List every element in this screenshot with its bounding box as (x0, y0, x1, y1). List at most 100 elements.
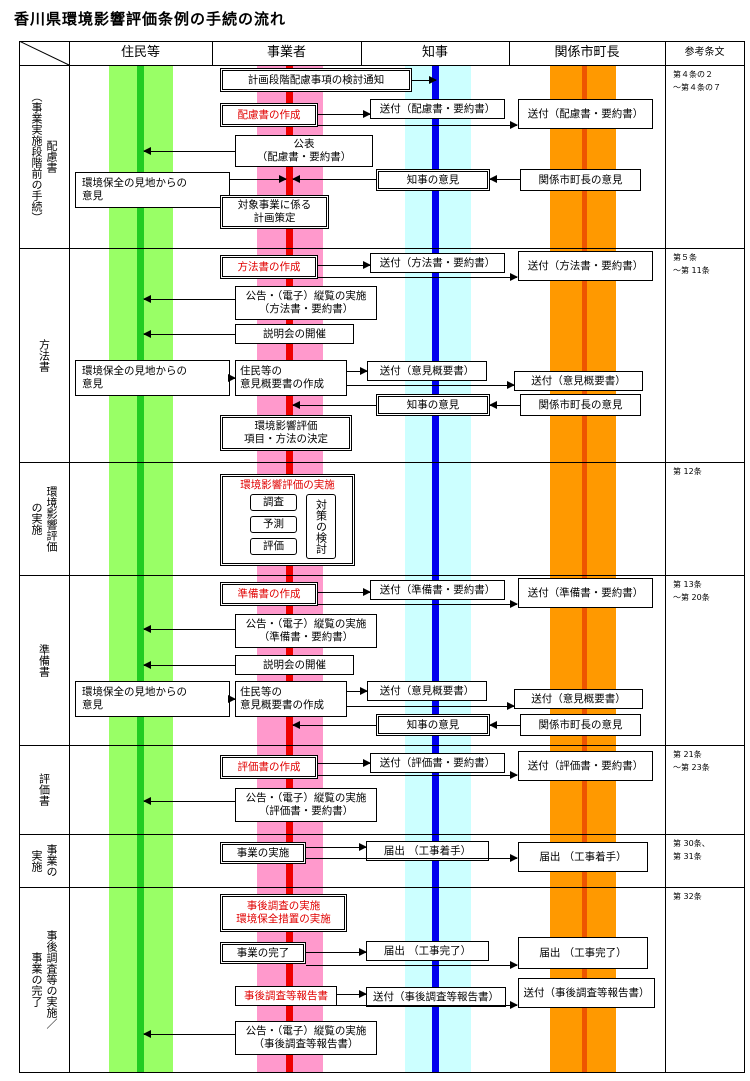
s2-send-governor2-box: 送付（意見概要書） (367, 361, 487, 381)
arrow (318, 600, 518, 608)
grid-line (19, 1072, 745, 1073)
header-articles: 参考条文 (684, 47, 725, 58)
s5-send-governor-box: 送付（評価書・要約書） (370, 753, 505, 773)
articles-s1: 第４条の２ ～第４条の７ (673, 70, 721, 92)
arrow (347, 687, 368, 695)
arrow (337, 990, 367, 998)
s7-report-box: 事後調査等報告書 (235, 986, 337, 1006)
arrow (143, 295, 235, 303)
s7-announce-box: 公告・（電子）縦覧の実施（事後調査等報告書） (235, 1021, 377, 1055)
articles-s2: 第５条 ～第 11条 (673, 253, 710, 275)
s7-post-survey-box: 事後調査の実施環境保全措置の実施 (220, 894, 347, 932)
arrow (318, 588, 371, 596)
s4-resident-opinion-box: 環境保全の見地からの意見 (75, 681, 230, 717)
arrow (318, 759, 371, 767)
grid-line (19, 41, 745, 42)
grid-line (19, 575, 745, 576)
s1-governor-opinion-box: 知事の意見 (376, 169, 490, 191)
arrow (318, 771, 518, 779)
header-mayors: 関係市町長 (554, 45, 620, 60)
s1-publish-box: 公表（配慮書・要約書） (235, 135, 373, 167)
s1-send-governor-box: 送付（配慮書・要約書） (370, 99, 505, 119)
s2-send-mayor-box: 送付（方法書・要約書） (518, 251, 653, 281)
s2-announce-box: 公告・（電子）縦覧の実施（方法書・要約書） (235, 286, 377, 320)
business-lane-line (286, 65, 293, 1073)
s2-send-governor-box: 送付（方法書・要約書） (370, 253, 505, 273)
mayors-lane-line (582, 65, 587, 1073)
grid-line (19, 41, 20, 1073)
s7-complete-box: 事業の完了 (220, 942, 306, 964)
grid-line (744, 41, 745, 1073)
articles-s4: 第 13条 ～第 20条 (673, 580, 710, 602)
arrow (143, 661, 235, 669)
s4-send-mayor-box: 送付（準備書・要約書） (518, 578, 653, 608)
arrow (143, 330, 235, 338)
s1-create-box: 配慮書の作成 (220, 103, 318, 127)
s4-summary-box: 住民等の意見概要書の作成 (235, 681, 347, 717)
articles-s6: 第 30条、 第 31条 (673, 839, 710, 861)
governor-lane-line (432, 65, 439, 1073)
residents-lane-line (137, 65, 144, 1073)
s4-announce-box: 公告・（電子）縦覧の実施（準備書・要約書） (235, 614, 377, 648)
s1-mayor-opinion-box: 関係市町長の意見 (520, 169, 641, 191)
s3-measures-box: 対策の検討 (306, 494, 336, 559)
arrow (347, 367, 368, 375)
arrow (306, 948, 367, 956)
s7-send-governor-box: 送付（事後調査等報告書） (366, 987, 506, 1007)
s4-send-governor2-box: 送付（意見概要書） (367, 681, 487, 701)
s2-decide-box: 環境影響評価項目・方法の決定 (220, 415, 352, 451)
articles-s3: 第 12条 (673, 467, 702, 476)
arrow (489, 401, 520, 409)
s2-send-mayor2-box: 送付（意見概要書） (514, 371, 643, 391)
s3-evaluate-box: 評価 (250, 538, 297, 555)
s2-create-box: 方法書の作成 (220, 255, 318, 279)
arrow (228, 695, 236, 703)
arrow (292, 175, 376, 183)
arrow (489, 721, 520, 729)
arrow (306, 843, 367, 851)
grid-line (212, 41, 213, 65)
articles-s7: 第 32条 (673, 892, 702, 901)
articles-s5: 第 21条 ～第 23条 (673, 750, 710, 772)
s4-send-mayor2-box: 送付（意見概要書） (514, 689, 643, 709)
page-title: 香川県環境影響評価条例の手続の流れ (14, 10, 287, 28)
s5-announce-box: 公告・（電子）縦覧の実施（評価書・要約書） (235, 788, 377, 822)
section-label-s7: 事後調査等の実施／ 事業の完了 (30, 930, 58, 1029)
grid-line (19, 834, 745, 835)
s2-meeting-box: 説明会の開催 (235, 324, 354, 344)
s6-exec-box: 事業の実施 (220, 842, 306, 864)
grid-line (509, 41, 510, 65)
s5-create-box: 評価書の作成 (220, 755, 318, 779)
s3-survey-box: 調査 (250, 494, 297, 511)
grid-line (19, 248, 745, 249)
arrow (412, 76, 437, 84)
s3-predict-box: 予測 (250, 516, 297, 533)
grid-line (19, 887, 745, 888)
arrow (337, 1001, 518, 1009)
header-business: 事業者 (266, 45, 306, 60)
grid-line (19, 65, 745, 66)
s7-send-mayor-box: 送付（事後調査等報告書） (518, 978, 655, 1008)
s1-resident-opinion-box: 環境保全の見地からの意見 (75, 172, 230, 208)
s7-report-mayor-box: 届出 （工事完了） (518, 937, 648, 969)
s4-meeting-box: 説明会の開催 (235, 655, 354, 675)
s2-mayor-opinion-box: 関係市町長の意見 (520, 394, 641, 416)
arrow (318, 121, 518, 129)
s4-governor-opinion-box: 知事の意見 (376, 714, 490, 736)
section-label-s1: 配慮書 （事業実施段階前の手続） (30, 90, 58, 223)
s1-decide-box: 対象事業に係る計画策定 (220, 195, 329, 229)
section-label-s5: 評価書 (37, 773, 51, 806)
section-label-s6: 事業の 実施 (30, 844, 58, 877)
s4-send-governor-box: 送付（準備書・要約書） (370, 580, 505, 600)
s4-mayor-opinion-box: 関係市町長の意見 (520, 714, 641, 736)
arrow (306, 961, 518, 969)
s7-report-governor-box: 届出 （工事完了） (366, 941, 489, 961)
arrow (347, 381, 515, 389)
arrow (292, 401, 376, 409)
arrow (306, 854, 518, 862)
flow-diagram: 住民等 事業者 知事 関係市町長 参考条文 配慮書 （事業実施段階前の手続） 方… (19, 41, 745, 1073)
arrow (228, 374, 236, 382)
grid-line (19, 745, 745, 746)
s1-send-mayor-box: 送付（配慮書・要約書） (518, 99, 653, 129)
arrow (292, 721, 376, 729)
